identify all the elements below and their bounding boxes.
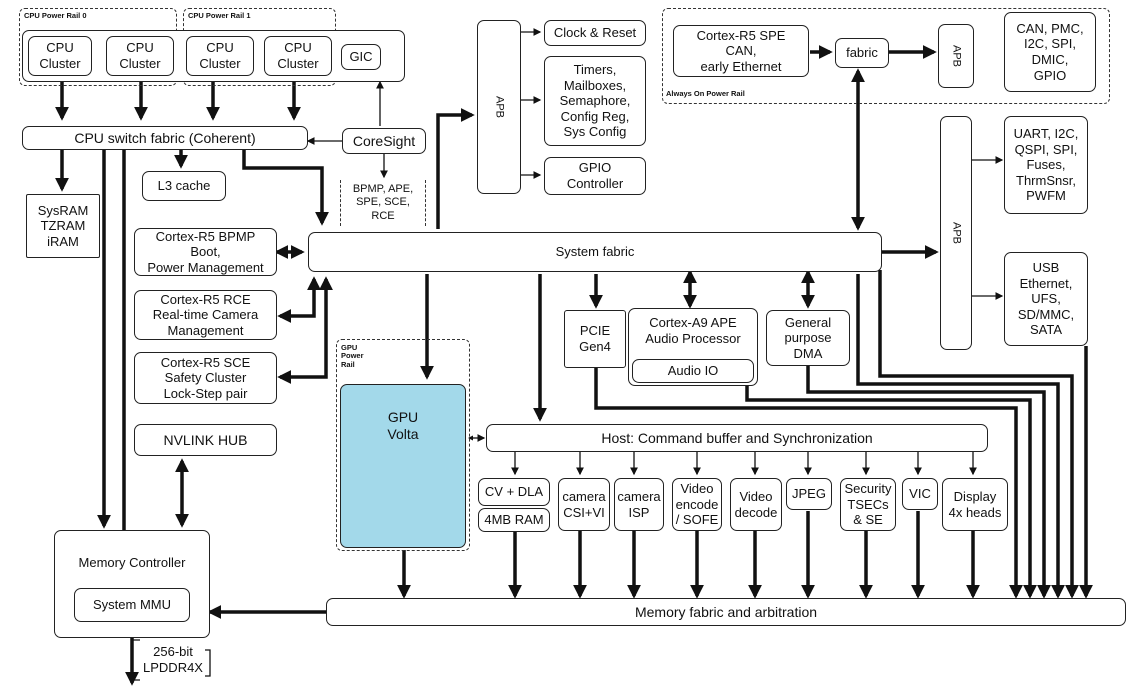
cpu-cluster-2: CPU Cluster: [106, 36, 174, 76]
coresight-targets: BPMP, APE, SPE, SCE, RCE: [352, 183, 414, 222]
always-on-power-rail-label: Always On Power Rail: [666, 89, 745, 98]
cpu-cluster-1: CPU Cluster: [28, 36, 92, 76]
camera-isp: camera ISP: [614, 478, 664, 531]
jpeg: JPEG: [786, 478, 832, 510]
video-encode: Video encode / SOFE: [672, 478, 722, 531]
gpu-power-rail-label: GPU Power Rail: [341, 343, 364, 369]
coresight-targets-bracket: [340, 180, 426, 226]
nvlink-hub: NVLINK HUB: [134, 424, 277, 456]
vic: VIC: [902, 478, 938, 510]
video-decode: Video decode: [730, 478, 782, 531]
clock-reset-block: Clock & Reset: [544, 20, 646, 46]
cpu-cluster-4: CPU Cluster: [264, 36, 332, 76]
host-command-buffer: Host: Command buffer and Synchronization: [486, 424, 988, 452]
system-mmu: System MMU: [74, 588, 190, 622]
memory-fabric: Memory fabric and arbitration: [326, 598, 1126, 626]
memory-controller-label: Memory Controller: [78, 555, 186, 570]
spe-apb: APB: [938, 24, 974, 88]
apb-left: APB: [477, 20, 521, 194]
always-on-power-rail: [662, 8, 1110, 104]
gic-block: GIC: [341, 44, 381, 70]
cortex-r5-sce: Cortex-R5 SCE Safety Cluster Lock-Step p…: [134, 352, 277, 404]
audio-io: Audio IO: [632, 359, 754, 383]
dram-interface: 256-bit LPDDR4X: [143, 644, 203, 675]
general-purpose-dma: General purpose DMA: [766, 310, 850, 366]
gpu-power-rail: [336, 339, 470, 551]
security-tsec-se: Security TSECs & SE: [840, 478, 896, 531]
right-peripherals-2: USB Ethernet, UFS, SD/MMC, SATA: [1004, 252, 1088, 346]
sysram-block: SysRAM TZRAM iRAM: [26, 194, 100, 258]
camera-csi-vi: camera CSI+VI: [558, 478, 610, 531]
display-4x-heads: Display 4x heads: [942, 478, 1008, 531]
cpu-power-rail-0-label: CPU Power Rail 0: [24, 11, 87, 20]
cortex-r5-bpmp: Cortex-R5 BPMP Boot, Power Management: [134, 228, 277, 276]
pcie-gen4: PCIE Gen4: [564, 310, 626, 368]
apb-right: APB: [940, 116, 972, 350]
spe-fabric: fabric: [835, 38, 889, 68]
cpu-switch-fabric: CPU switch fabric (Coherent): [22, 126, 308, 150]
coresight-block: CoreSight: [342, 128, 426, 154]
gpio-controller-block: GPIO Controller: [544, 157, 646, 195]
cortex-r5-rce: Cortex-R5 RCE Real-time Camera Managemen…: [134, 290, 277, 340]
ram-4mb: 4MB RAM: [478, 508, 550, 532]
cpu-cluster-3: CPU Cluster: [186, 36, 254, 76]
cpu-power-rail-1-label: CPU Power Rail 1: [188, 11, 251, 20]
right-peripherals-1: UART, I2C, QSPI, SPI, Fuses, ThrmSnsr, P…: [1004, 116, 1088, 214]
cv-dla: CV + DLA: [478, 478, 550, 506]
ape-label: Cortex-A9 APE Audio Processor: [645, 315, 741, 346]
timers-block: Timers, Mailboxes, Semaphore, Config Reg…: [544, 56, 646, 146]
system-fabric: System fabric: [308, 232, 882, 272]
l3-cache: L3 cache: [142, 171, 226, 201]
gpu-volta: GPU Volta: [340, 384, 466, 548]
cortex-r5-spe: Cortex-R5 SPE CAN, early Ethernet: [673, 25, 809, 77]
spe-peripherals: CAN, PMC, I2C, SPI, DMIC, GPIO: [1004, 12, 1096, 92]
